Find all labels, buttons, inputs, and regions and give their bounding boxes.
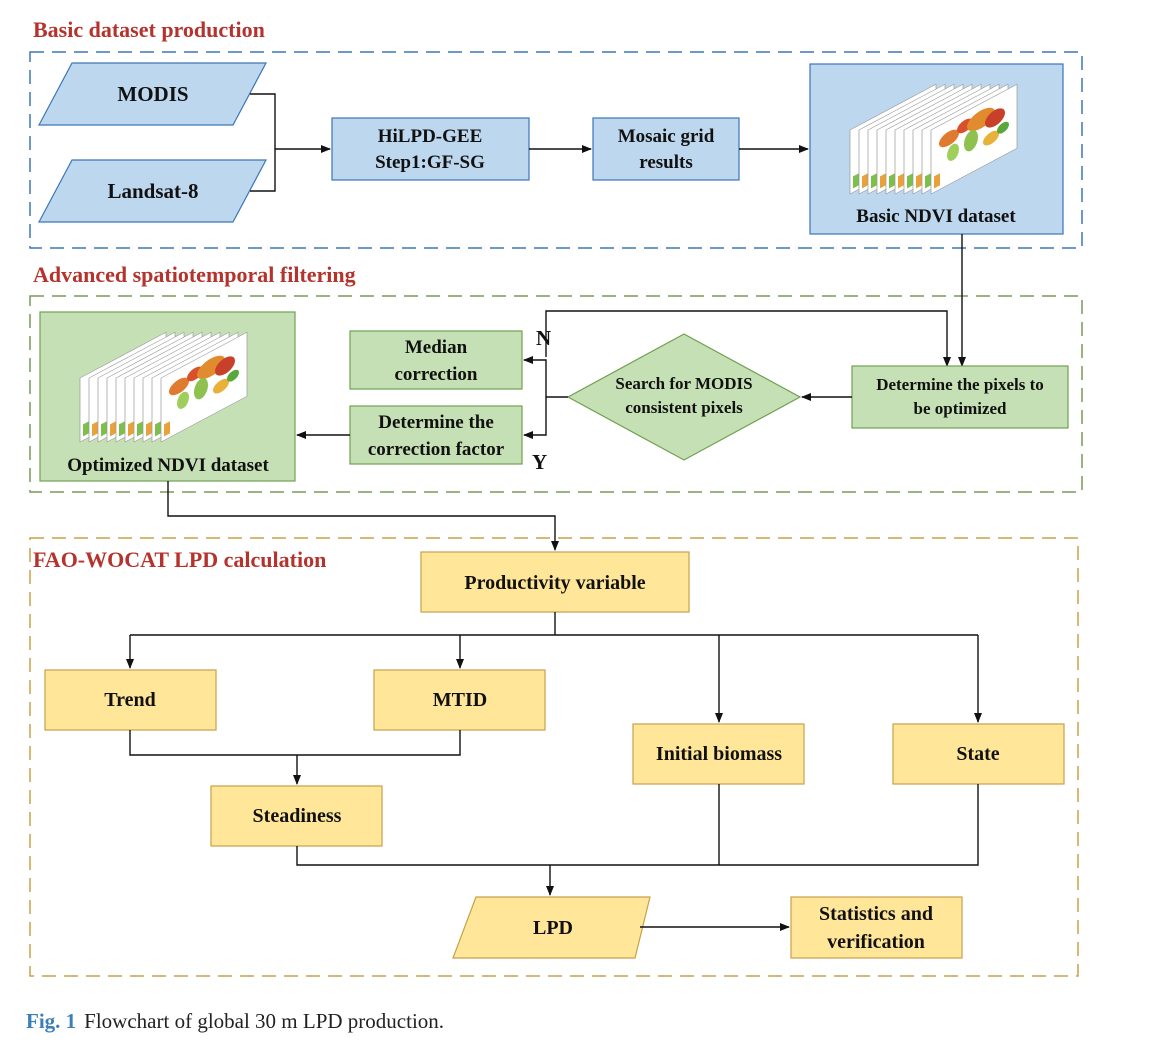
hilpd-label-1: HiLPD-GEE <box>378 126 483 147</box>
productivity-label: Productivity variable <box>464 572 645 594</box>
modis-node <box>38 62 267 126</box>
median-correction-label-2: correction <box>395 364 478 385</box>
lpd-node <box>452 896 651 959</box>
initial-biomass-node <box>632 723 805 785</box>
median-correction-node <box>349 330 523 390</box>
search-modis-label-2: consistent pixels <box>625 398 743 417</box>
mosaic-node <box>592 117 740 181</box>
state-label: State <box>956 743 999 765</box>
lpd-label: LPD <box>533 917 573 939</box>
hilpd-label-2: Step1:GF-SG <box>375 152 485 173</box>
correction-factor-label-1: Determine the <box>378 412 494 433</box>
statistics-node <box>790 896 963 959</box>
mtid-node <box>373 669 546 731</box>
figure-caption-text: Flowchart of global 30 m LPD production. <box>84 1009 445 1033</box>
optimized-ndvi-label: Optimized NDVI dataset <box>67 455 269 476</box>
figure-caption-label: Fig. 1 <box>26 1009 77 1033</box>
modis-label: MODIS <box>117 82 188 106</box>
section-lpd-frame <box>29 537 1079 977</box>
trend-label: Trend <box>104 689 156 711</box>
determine-pixels-label-2: be optimized <box>913 399 1007 418</box>
section-basic-frame <box>29 51 1083 249</box>
section-lpd-connectors <box>126 612 982 931</box>
trend-node <box>44 669 217 731</box>
search-modis-label-1: Search for MODIS <box>615 374 752 393</box>
steadiness-label: Steadiness <box>253 805 342 827</box>
mosaic-label-1: Mosaic grid <box>618 126 715 147</box>
mosaic-label-2: results <box>639 152 692 173</box>
section-title-basic: Basic dataset production <box>33 17 265 42</box>
landsat-node <box>38 159 267 223</box>
productivity-node <box>420 551 690 613</box>
initial-biomass-label: Initial biomass <box>656 743 782 765</box>
optimized-ndvi-map-stack-icon <box>79 331 248 443</box>
search-modis-decision <box>566 333 802 461</box>
section-advanced-frame <box>29 295 1083 493</box>
steadiness-node <box>210 785 383 847</box>
median-correction-label-1: Median <box>405 337 468 358</box>
correction-factor-label-2: correction factor <box>368 439 505 460</box>
determine-pixels-node <box>851 365 1069 429</box>
basic-ndvi-label: Basic NDVI dataset <box>856 206 1016 227</box>
section-basic-connectors <box>250 93 966 367</box>
branch-yes-label: Y <box>532 450 547 474</box>
basic-ndvi-map-stack-icon <box>849 83 1018 195</box>
branch-no-label: N <box>536 326 551 350</box>
landsat-label: Landsat-8 <box>107 179 198 203</box>
hilpd-node <box>331 117 530 181</box>
statistics-label-1: Statistics and <box>819 903 933 925</box>
section-title-lpd: FAO-WOCAT LPD calculation <box>33 547 327 572</box>
determine-pixels-label-1: Determine the pixels to <box>876 375 1044 394</box>
statistics-label-2: verification <box>827 931 925 953</box>
section-advanced-connectors <box>167 356 852 551</box>
section-title-advanced: Advanced spatiotemporal filtering <box>33 262 356 287</box>
correction-factor-node <box>349 405 523 465</box>
mtid-label: MTID <box>433 689 487 711</box>
figure-caption: Fig. 1 Flowchart of global 30 m LPD produ… <box>26 1009 444 1034</box>
